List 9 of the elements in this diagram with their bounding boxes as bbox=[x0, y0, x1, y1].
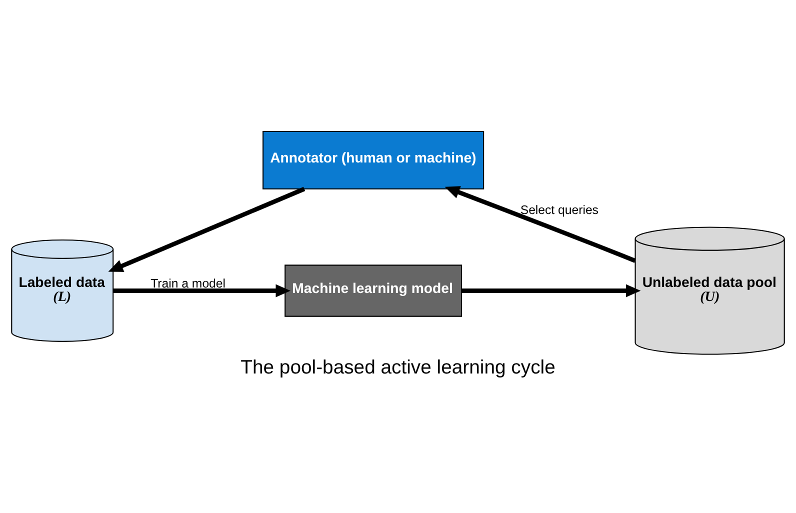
arrow bbox=[113, 284, 290, 297]
arrow bbox=[444, 186, 636, 262]
arrow bbox=[462, 284, 641, 297]
edge-label: Train a model bbox=[150, 276, 226, 290]
diagram-title: The pool-based active learning cycle bbox=[240, 356, 556, 378]
node-box: Annotator (human or machine) bbox=[262, 130, 484, 189]
arrow bbox=[108, 186, 306, 272]
node-box: Machine learning model bbox=[284, 264, 462, 316]
edge-label: Select queries bbox=[520, 202, 598, 217]
